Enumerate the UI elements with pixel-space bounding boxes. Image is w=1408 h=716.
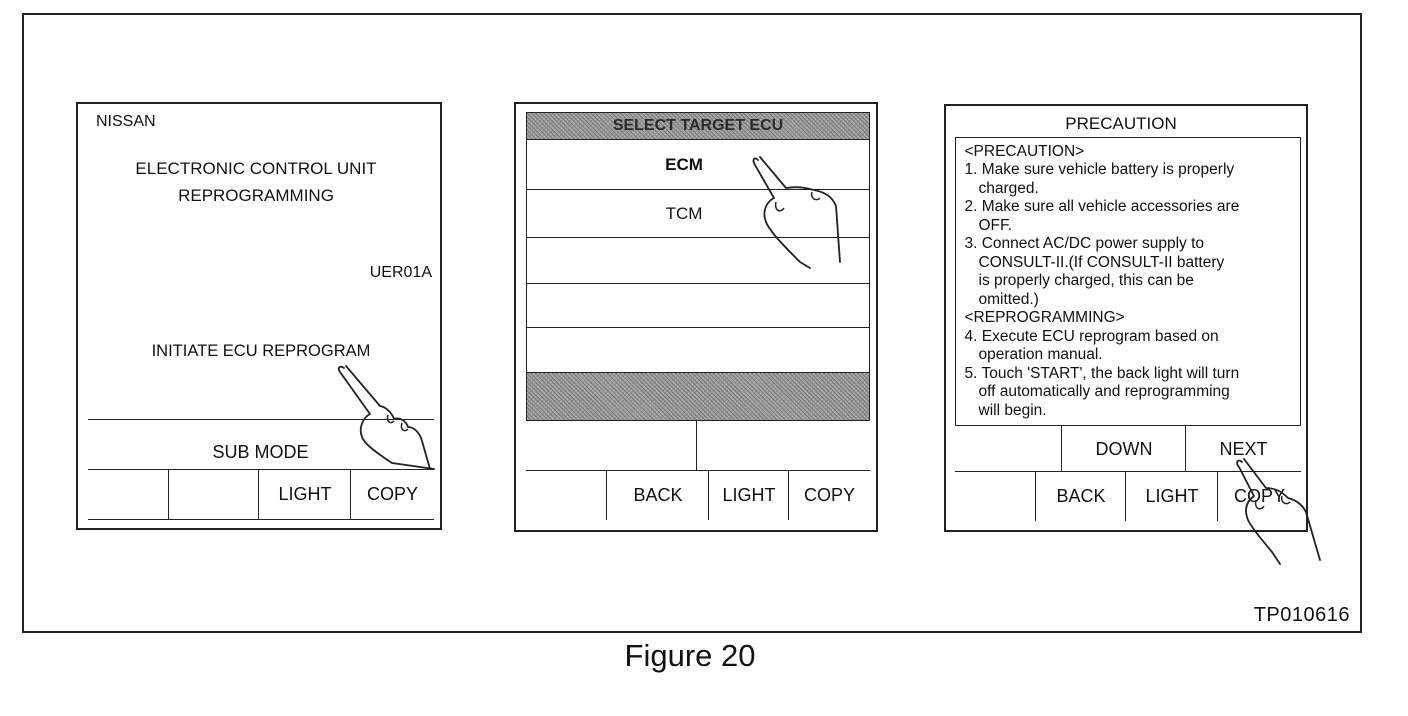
initiate-ecu-reprogram-button[interactable]: INITIATE ECU REPROGRAM: [88, 282, 434, 420]
light-button[interactable]: LIGHT: [1125, 471, 1219, 521]
blank-button-bottom[interactable]: [954, 471, 1037, 521]
blank-button-left[interactable]: [954, 425, 1063, 473]
light-button[interactable]: LIGHT: [708, 470, 790, 520]
brand-label: NISSAN: [96, 113, 156, 130]
next-button[interactable]: NEXT: [1185, 425, 1301, 473]
ecu-list-item[interactable]: [527, 237, 869, 284]
ecu-item-tcm: TCM: [665, 204, 703, 223]
copy-label: COPY: [803, 485, 855, 505]
screen-main-menu: NISSAN ELECTRONIC CONTROL UNIT REPROGRAM…: [76, 102, 442, 530]
copy-button[interactable]: COPY: [350, 469, 434, 519]
blank-button-1[interactable]: [87, 469, 170, 519]
initiate-ecu-reprogram-label: INITIATE ECU REPROGRAM: [151, 341, 371, 360]
back-button[interactable]: BACK: [1035, 471, 1127, 521]
ecu-item-ecm: ECM: [665, 155, 703, 174]
ecu-list-item[interactable]: TCM: [527, 189, 869, 238]
light-label: LIGHT: [278, 484, 332, 504]
sub-mode-label: SUB MODE: [212, 441, 309, 462]
select-target-ecu-header: SELECT TARGET ECU: [527, 113, 869, 139]
button-panel: INITIATE ECU REPROGRAM SUB MODE LIGHT CO…: [87, 282, 434, 520]
light-label: LIGHT: [722, 485, 776, 505]
screen-precaution: PRECAUTION <PRECAUTION> 1. Make sure veh…: [944, 104, 1321, 565]
precaution-text-box: <PRECAUTION> 1. Make sure vehicle batter…: [955, 137, 1301, 427]
light-button[interactable]: LIGHT: [258, 469, 352, 519]
back-label: BACK: [633, 485, 683, 505]
back-label: BACK: [1056, 486, 1106, 506]
next-label: NEXT: [1219, 438, 1268, 459]
blank-button-right[interactable]: [696, 420, 870, 472]
pointing-hand-icon: [1236, 458, 1321, 565]
figure-caption: Figure 20: [624, 638, 756, 673]
ecu-list-item[interactable]: [527, 327, 869, 372]
screen-select-target-ecu: SELECT TARGET ECU ECM TCM BACK: [514, 102, 878, 532]
blank-button-bottom[interactable]: [525, 470, 608, 520]
blank-button-2[interactable]: [168, 469, 260, 519]
screen-code: UER01A: [369, 264, 432, 281]
hatched-status-bar: [527, 372, 869, 421]
precaution-panel: <PRECAUTION> 1. Make sure vehicle batter…: [954, 137, 1301, 521]
pointing-hand-icon: [752, 156, 841, 269]
copy-label: COPY: [366, 484, 418, 504]
ecu-list-item[interactable]: [527, 283, 869, 328]
down-button[interactable]: DOWN: [1061, 425, 1187, 473]
ecu-panel: SELECT TARGET ECU ECM TCM BACK: [525, 112, 870, 520]
copy-label: COPY: [1233, 486, 1285, 506]
pointing-hand-icon: [337, 365, 435, 470]
precaution-text: <PRECAUTION> 1. Make sure vehicle batter…: [964, 142, 1240, 419]
screen-title-line1: ELECTRONIC CONTROL UNIT: [135, 159, 377, 178]
figure-code: TP010616: [1253, 604, 1350, 626]
blank-button-left[interactable]: [525, 420, 698, 472]
ecu-list-item[interactable]: ECM: [527, 139, 869, 190]
down-label: DOWN: [1095, 438, 1153, 459]
copy-button[interactable]: COPY: [788, 470, 870, 520]
header-label: SELECT TARGET ECU: [612, 117, 784, 134]
screen-title-line2: REPROGRAMMING: [178, 186, 334, 205]
light-label: LIGHT: [1145, 486, 1199, 506]
figure-frame: TP010616: [22, 13, 1362, 633]
back-button[interactable]: BACK: [606, 470, 710, 520]
precaution-title: PRECAUTION: [1065, 114, 1177, 133]
